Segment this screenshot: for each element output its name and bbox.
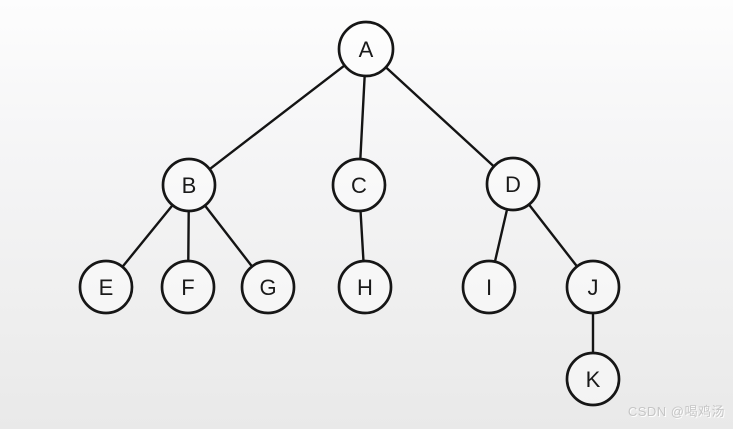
tree-edge-D-J bbox=[528, 204, 578, 267]
tree-node-label-D: D bbox=[505, 172, 521, 197]
tree-node-circle-G bbox=[240, 259, 296, 315]
tree-node-label-F: F bbox=[181, 275, 194, 300]
tree-node-circle-D bbox=[485, 156, 541, 212]
tree-node-G: G bbox=[240, 259, 296, 315]
tree-node-label-J: J bbox=[588, 275, 599, 300]
tree-edge-B-G bbox=[204, 205, 253, 267]
tree-node-circle-A bbox=[337, 20, 395, 78]
tree-node-H: H bbox=[337, 259, 393, 315]
tree-node-label-H: H bbox=[357, 275, 373, 300]
tree-node-A: A bbox=[337, 20, 395, 78]
tree-node-label-G: G bbox=[259, 275, 276, 300]
tree-node-I: I bbox=[461, 259, 517, 315]
watermark: CSDN @喝鸡汤 bbox=[627, 404, 725, 419]
tree-edge-A-C bbox=[359, 75, 366, 160]
tree-edge-A-D bbox=[385, 66, 495, 167]
tree-node-circle-E bbox=[78, 259, 134, 315]
tree-edge-C-H bbox=[359, 210, 365, 261]
tree-node-label-C: C bbox=[351, 173, 367, 198]
tree-node-F: F bbox=[160, 259, 216, 315]
tree-node-C: C bbox=[331, 157, 387, 213]
tree-node-circle-H bbox=[337, 259, 393, 315]
tree-node-D: D bbox=[485, 156, 541, 212]
tree-edge-D-I bbox=[494, 209, 508, 262]
tree-node-B: B bbox=[161, 157, 217, 213]
tree-node-circle-K bbox=[565, 351, 621, 407]
tree-node-label-B: B bbox=[182, 173, 197, 198]
tree-node-J: J bbox=[565, 259, 621, 315]
tree-node-circle-C bbox=[331, 157, 387, 213]
tree-node-label-A: A bbox=[359, 37, 374, 62]
tree-node-circle-J bbox=[565, 259, 621, 315]
tree-node-circle-B bbox=[161, 157, 217, 213]
tree-node-K: K bbox=[565, 351, 621, 407]
tree-node-E: E bbox=[78, 259, 134, 315]
tree-node-label-E: E bbox=[99, 275, 114, 300]
tree-edge-A-B bbox=[209, 64, 345, 170]
tree-edge-B-E bbox=[121, 204, 174, 268]
tree-node-label-I: I bbox=[486, 275, 492, 300]
tree-node-circle-I bbox=[461, 259, 517, 315]
tree-node-label-K: K bbox=[586, 367, 601, 392]
tree-node-circle-F bbox=[160, 259, 216, 315]
